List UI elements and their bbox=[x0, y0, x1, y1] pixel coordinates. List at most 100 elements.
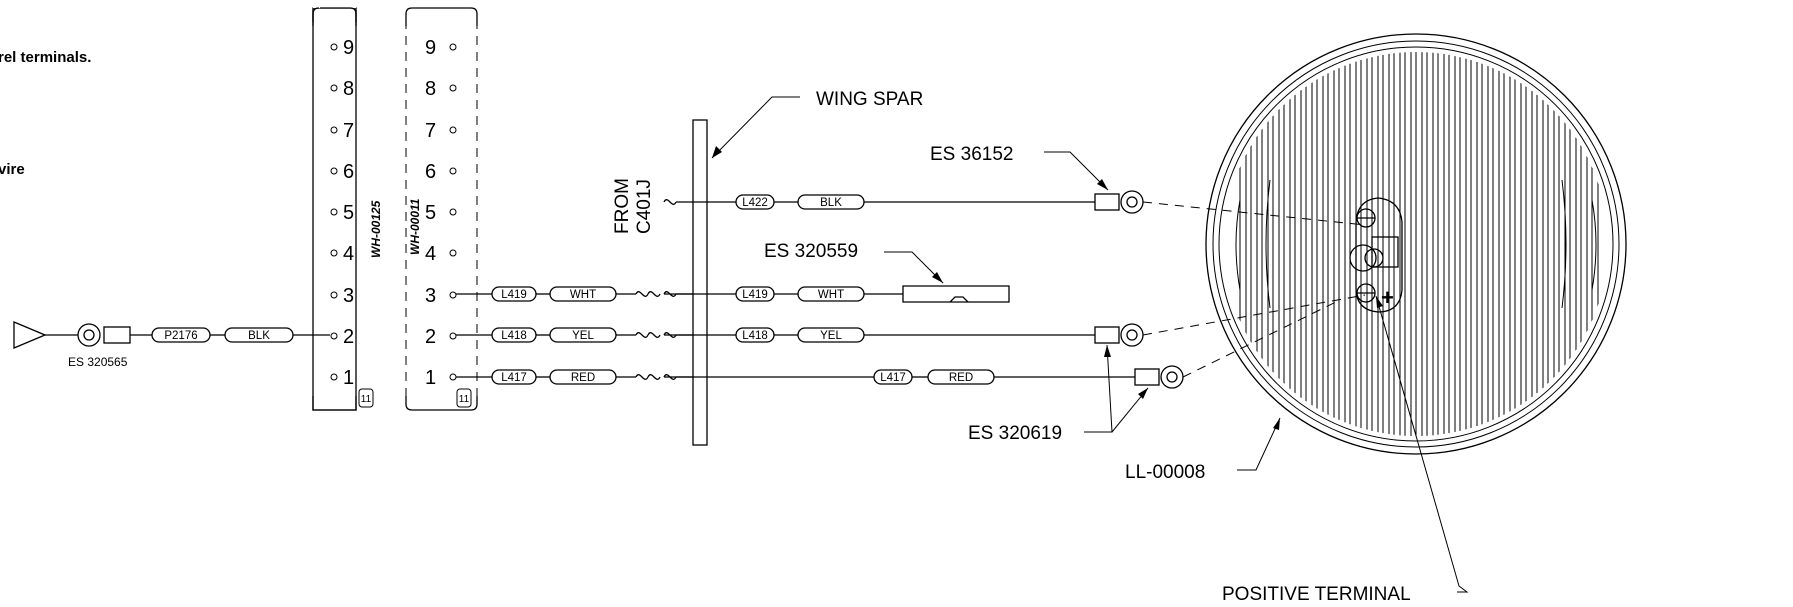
pin-socket-icon bbox=[449, 249, 457, 257]
pin-socket-icon bbox=[330, 332, 338, 340]
part-label-es-320619: ES 320619 bbox=[968, 423, 1062, 444]
circuit-label: L417 bbox=[501, 372, 527, 384]
pin-socket-icon bbox=[330, 167, 338, 175]
pin-number: 8 bbox=[343, 78, 354, 100]
crimp-barrel bbox=[103, 326, 131, 344]
pin-number: 7 bbox=[425, 120, 436, 142]
lamp-wire-l417: L417 RED bbox=[663, 369, 1135, 385]
color-label: WHT bbox=[818, 289, 844, 301]
pin-socket-icon bbox=[449, 84, 457, 92]
pin-socket-icon bbox=[330, 291, 338, 299]
pin-number: 1 bbox=[425, 367, 436, 389]
pin-socket-icon bbox=[330, 84, 338, 92]
wire-break-icon bbox=[635, 332, 649, 338]
connector-wh-00125: 9 8 7 6 5 4 3 2 1 11 WH-00125 bbox=[312, 0, 383, 411]
color-label: BLK bbox=[820, 197, 842, 209]
color-label: RED bbox=[949, 372, 973, 384]
harness-wire-l418: L418 YEL bbox=[456, 327, 693, 343]
connector-key-icon bbox=[456, 388, 472, 408]
connector-key-label: 11 bbox=[361, 394, 372, 405]
connector-key-label: 11 bbox=[459, 394, 470, 405]
circuit-label: L417 bbox=[880, 372, 906, 384]
pin-number: 6 bbox=[343, 161, 354, 183]
terminal-part-es-320565: ES 320565 bbox=[68, 355, 128, 369]
part-label-es-36152: ES 36152 bbox=[930, 144, 1013, 165]
pin-number: 5 bbox=[343, 202, 354, 224]
pin-number: 9 bbox=[425, 37, 436, 59]
note-wire: vire bbox=[0, 161, 25, 178]
pin-number: 3 bbox=[425, 285, 436, 307]
pin-socket-icon bbox=[330, 208, 338, 216]
pin-number: 1 bbox=[343, 367, 354, 389]
circuit-label: L419 bbox=[742, 289, 768, 301]
pin-number: 8 bbox=[425, 78, 436, 100]
lamp-wire-l422: L422 BLK bbox=[663, 194, 1095, 210]
ring-terminal-yel bbox=[1094, 323, 1144, 347]
circuit-label: L418 bbox=[501, 330, 527, 342]
ring-terminal-es-36152 bbox=[1094, 190, 1144, 214]
pin-number: 7 bbox=[343, 120, 354, 142]
part-label-ll-00008: LL-00008 bbox=[1125, 462, 1205, 483]
callout-es-320619: ES 320619 bbox=[968, 344, 1149, 444]
pin-socket-icon bbox=[330, 43, 338, 51]
callout-es-320559: ES 320559 bbox=[764, 241, 944, 284]
pin-socket-icon bbox=[330, 373, 338, 381]
connector-name-wh-00011: WH-00011 bbox=[408, 198, 422, 255]
color-label: YEL bbox=[820, 330, 842, 342]
ring-terminal-icon bbox=[77, 323, 101, 347]
color-label: RED bbox=[571, 372, 595, 384]
lamp-wire-l419: L419 WHT bbox=[663, 285, 1010, 303]
lens-ribs bbox=[1239, 52, 1599, 436]
wire-break-icon bbox=[635, 291, 649, 297]
circuit-label: L422 bbox=[742, 197, 768, 209]
pin-socket-icon bbox=[449, 373, 457, 381]
pin-socket-icon bbox=[449, 43, 457, 51]
color-label: WHT bbox=[570, 289, 596, 301]
pin-socket-icon bbox=[330, 249, 338, 257]
heat-shrink-es-320559 bbox=[902, 285, 1010, 303]
wing-spar bbox=[692, 119, 708, 446]
pin-number: 4 bbox=[343, 243, 354, 265]
connector-name-wh-00125: WH-00125 bbox=[369, 200, 383, 258]
pin-number: 2 bbox=[425, 326, 436, 348]
callout-ll-00008: LL-00008 bbox=[1125, 417, 1281, 483]
from-connector-label: C401J bbox=[634, 179, 655, 234]
wire-break-icon bbox=[635, 374, 649, 380]
pin-number: 3 bbox=[343, 285, 354, 307]
pin-number: 9 bbox=[343, 37, 354, 59]
pin-number: 4 bbox=[425, 243, 436, 265]
pin-socket-icon bbox=[449, 291, 457, 299]
pin-socket-icon bbox=[449, 126, 457, 134]
circuit-label: L419 bbox=[501, 289, 527, 301]
pin-socket-icon bbox=[330, 126, 338, 134]
pin-number: 2 bbox=[343, 326, 354, 348]
pin-socket-icon bbox=[449, 332, 457, 340]
callout-es-36152: ES 36152 bbox=[930, 144, 1109, 191]
ring-terminal-red bbox=[1134, 365, 1184, 389]
wing-spar-callout: WING SPAR bbox=[711, 89, 923, 159]
connector-key-icon bbox=[358, 388, 374, 408]
plus-icon: + bbox=[1381, 285, 1394, 310]
wing-spar-label: WING SPAR bbox=[816, 89, 923, 110]
positive-terminal-label: POSITIVE TERMINAL bbox=[1222, 584, 1411, 605]
circuit-label: L418 bbox=[742, 330, 768, 342]
connector-wh-00011: 9 8 7 6 5 4 3 2 1 11 WH-00011 bbox=[405, 7, 478, 411]
pin-socket-icon bbox=[449, 208, 457, 216]
arrow-head-icon bbox=[13, 321, 47, 349]
harness-wire-l419: L419 WHT bbox=[456, 286, 693, 302]
lamp-wire-l418: L418 YEL bbox=[663, 327, 1095, 343]
pin-number: 5 bbox=[425, 202, 436, 224]
color-label: YEL bbox=[572, 330, 594, 342]
harness-wire-l417: L417 RED bbox=[456, 369, 693, 385]
lamp-ll-00008: + bbox=[1205, 33, 1627, 455]
note-barrel-terminals: rel terminals. bbox=[0, 49, 91, 66]
part-label-es-320559: ES 320559 bbox=[764, 241, 858, 262]
left-wire-p2176: P2176 BLK ES 320565 bbox=[13, 321, 330, 369]
circuit-label: P2176 bbox=[164, 330, 197, 342]
color-label: BLK bbox=[248, 330, 270, 342]
pin-socket-icon bbox=[449, 167, 457, 175]
pin-number: 6 bbox=[425, 161, 436, 183]
harness-wires: L419 WHT L418 YEL L417 RED bbox=[456, 286, 693, 385]
from-label: FROM bbox=[612, 178, 633, 234]
